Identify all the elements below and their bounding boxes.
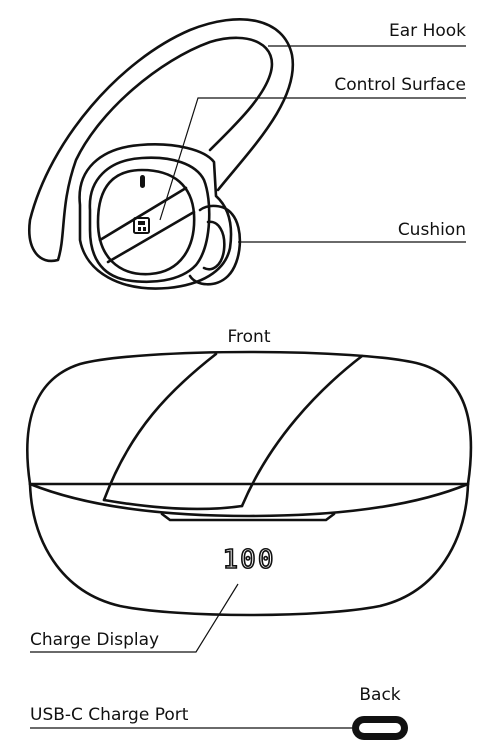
case-seam [28,482,470,518]
case-notch [160,512,336,522]
case-lid-band-bottom [102,498,244,511]
cushion-outline [188,204,242,286]
ear-hook-label: Ear Hook [389,21,466,41]
earbud-leader-lines [159,45,466,243]
earbud-body-outline [78,143,233,290]
usb-c-port-label: USB-C Charge Port [30,705,189,725]
case-lid-band-left [102,352,218,502]
charge-display: 100 [223,545,276,575]
charge-display-label: Charge Display [30,630,159,650]
led-indicator [140,175,145,188]
control-surface-label: Control Surface [334,75,466,95]
ear-hook-outline [28,18,295,263]
earbud-illustration [28,18,295,290]
control-surface-oval [96,168,196,276]
case-lid-band-mid [240,354,364,508]
case-lid-outline [26,350,473,486]
brand-logo-icon [133,217,150,234]
control-surface-stripe-2 [106,210,196,264]
front-label: Front [228,327,271,347]
case-base-outline [28,482,470,617]
charge-display-leader [30,583,239,653]
control-surface-leader [159,97,466,221]
cushion-label: Cushion [398,220,466,240]
control-surface-stripe [98,186,188,242]
cushion-inner [202,220,226,271]
usb-c-port-icon [352,716,408,740]
charging-case-illustration [26,350,473,617]
back-label: Back [359,685,400,705]
